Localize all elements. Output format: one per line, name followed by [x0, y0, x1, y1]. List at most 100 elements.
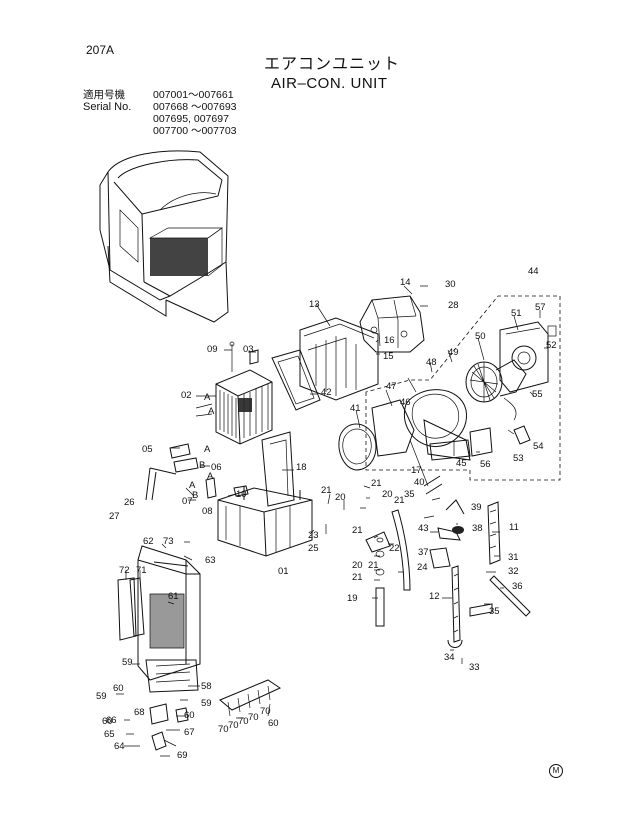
part-number-70: 70 — [218, 724, 229, 735]
part-number-17: 17 — [411, 465, 422, 476]
part-number-60: 60 — [113, 683, 124, 694]
blower-housing-part — [338, 389, 471, 471]
part-number-73: 73 — [163, 536, 174, 547]
connection-marker-a: A — [204, 392, 211, 403]
part-number-55: 55 — [532, 389, 543, 400]
part-number-70: 70 — [248, 712, 259, 723]
part-number-16: 16 — [384, 335, 395, 346]
part-number-27: 27 — [109, 511, 120, 522]
part-number-56: 56 — [480, 459, 491, 470]
part-number-71: 71 — [136, 565, 147, 576]
part-number-25: 25 — [308, 543, 319, 554]
part-number-66: 66 — [106, 715, 117, 726]
part-number-51: 51 — [511, 308, 522, 319]
connection-marker-a: A — [204, 444, 211, 455]
main-case-part — [217, 431, 313, 557]
part-number-26: 26 — [124, 497, 135, 508]
connection-marker-b: B — [192, 490, 198, 501]
blower-fan-part — [465, 321, 549, 403]
part-number-38: 38 — [472, 523, 483, 534]
part-number-65: 65 — [104, 729, 115, 740]
serial-range-4: 007700 ～007703 — [153, 125, 237, 137]
part-number-35: 35 — [489, 606, 500, 617]
part-number-69: 69 — [177, 750, 188, 761]
part-number-50: 50 — [475, 331, 486, 342]
connection-marker-a: A — [207, 471, 214, 482]
cab-outline — [99, 150, 229, 323]
part-number-21: 21 — [352, 525, 363, 536]
part-number-15: 15 — [383, 351, 394, 362]
part-number-07: 07 — [182, 496, 193, 507]
valve-parts — [365, 475, 451, 576]
part-number-21: 21 — [394, 495, 405, 506]
part-number-49: 49 — [448, 347, 459, 358]
part-number-67: 67 — [184, 727, 195, 738]
top-bracket-part — [359, 295, 425, 353]
part-number-70: 70 — [228, 720, 239, 731]
part-number-59: 59 — [201, 698, 212, 709]
part-number-21: 21 — [321, 485, 332, 496]
part-number-21: 21 — [352, 572, 363, 583]
page-code: 207A — [86, 43, 115, 57]
part-number-64: 64 — [114, 741, 125, 752]
part-number-42: 42 — [321, 387, 332, 398]
part-number-59: 59 — [122, 657, 133, 668]
part-number-60: 60 — [268, 718, 279, 729]
part-number-70: 70 — [260, 706, 271, 717]
part-number-48: 48 — [426, 357, 437, 368]
connection-marker-b: B — [199, 460, 205, 471]
serial-range-1: 007001～007661 — [153, 89, 234, 101]
part-number-32: 32 — [508, 566, 519, 577]
part-number-40: 40 — [414, 477, 425, 488]
part-number-24: 24 — [417, 562, 428, 573]
part-number-22: 22 — [389, 543, 400, 554]
part-number-63: 63 — [205, 555, 216, 566]
part-number-36: 36 — [512, 581, 523, 592]
part-number-54: 54 — [533, 441, 544, 452]
blower-group-outline — [365, 295, 561, 481]
part-number-19: 19 — [347, 593, 358, 604]
part-number-13: 13 — [309, 299, 320, 310]
part-number-20: 20 — [352, 560, 363, 571]
evaporator-core-part — [215, 369, 273, 445]
right-side-parts — [375, 499, 531, 648]
part-number-18: 18 — [296, 462, 307, 473]
part-number-14: 14 — [400, 277, 411, 288]
part-number-44: 44 — [528, 266, 539, 277]
part-number-52: 52 — [546, 340, 557, 351]
serial-range-3: 007695, 007697 — [153, 113, 229, 125]
part-number-06: 06 — [211, 462, 222, 473]
part-number-60: 60 — [184, 710, 195, 721]
part-number-03: 03 — [243, 344, 254, 355]
title-english: AIR–CON. UNIT — [271, 75, 388, 92]
part-number-53: 53 — [513, 453, 524, 464]
left-small-parts — [145, 341, 259, 501]
serial-label-english: Serial No. — [83, 101, 132, 113]
part-number-43: 43 — [418, 523, 429, 534]
upper-case-part — [271, 317, 379, 411]
part-number-41: 41 — [350, 403, 361, 414]
part-number-05: 05 — [142, 444, 153, 455]
part-number-68: 68 — [134, 707, 145, 718]
part-number-58: 58 — [201, 681, 212, 692]
part-number-08: 08 — [202, 506, 213, 517]
part-number-45: 45 — [456, 458, 467, 469]
part-number-02: 02 — [181, 390, 192, 401]
part-number-61: 61 — [168, 591, 179, 602]
part-number-10: 10 — [236, 489, 247, 500]
part-number-46: 46 — [400, 397, 411, 408]
connection-marker-a: A — [208, 406, 215, 417]
part-number-35: 35 — [404, 489, 415, 500]
part-number-11: 11 — [509, 522, 519, 533]
part-number-30: 30 — [445, 279, 456, 290]
part-number-31: 31 — [508, 552, 519, 563]
blower-small-parts — [429, 325, 557, 461]
part-number-21: 21 — [368, 560, 379, 571]
leader-lines — [116, 285, 548, 757]
part-number-21: 21 — [371, 478, 382, 489]
part-number-39: 39 — [471, 502, 482, 513]
part-number-70: 70 — [238, 716, 249, 727]
part-number-28: 28 — [448, 300, 459, 311]
